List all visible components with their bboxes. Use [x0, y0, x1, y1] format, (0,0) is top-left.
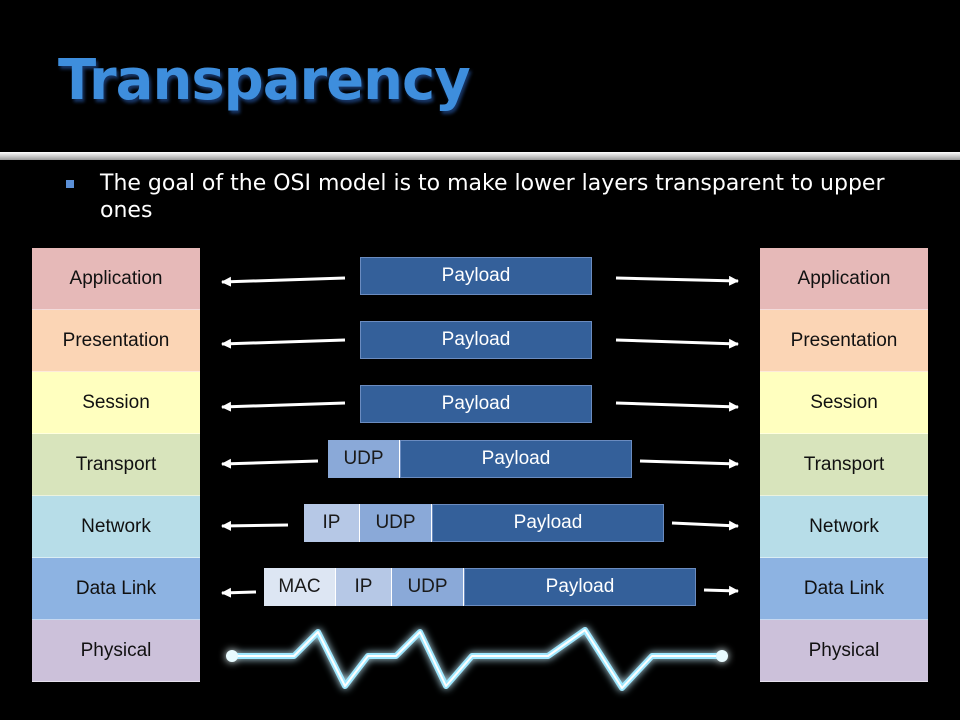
arrow-left-transport [221, 458, 319, 469]
arrow-right-data-link [703, 585, 739, 596]
arrow-right-application [615, 275, 739, 286]
payload-cell: Payload [360, 257, 592, 295]
left-layer-physical: Physical [32, 620, 200, 682]
arrow-left-application [221, 276, 346, 287]
right-layer-presentation: Presentation [760, 310, 928, 372]
right-layer-network: Network [760, 496, 928, 558]
left-layer-network: Network [32, 496, 200, 558]
arrow-right-transport [639, 458, 739, 469]
bullet-text: The goal of the OSI model is to make low… [100, 171, 885, 223]
payload-cell: Payload [360, 385, 592, 423]
mac-header-cell: MAC [264, 568, 336, 606]
arrow-right-presentation [615, 338, 739, 349]
left-layer-application: Application [32, 248, 200, 310]
bullet-square-icon [66, 180, 74, 188]
right-osi-stack: Application Presentation Session Transpo… [760, 248, 928, 682]
payload-cell: Payload [400, 440, 632, 478]
payload-cell: Payload [360, 321, 592, 359]
arrow-right-network [671, 520, 739, 531]
right-layer-data-link: Data Link [760, 558, 928, 620]
signal-endpoint-right [716, 650, 728, 662]
arrow-left-session [221, 401, 346, 412]
title-bar [0, 0, 960, 152]
left-layer-data-link: Data Link [32, 558, 200, 620]
packet-application: Payload [360, 257, 592, 295]
title-divider [0, 152, 960, 160]
packet-session: Payload [360, 385, 592, 423]
payload-cell: Payload [432, 504, 664, 542]
arrow-left-network [221, 520, 289, 531]
left-layer-presentation: Presentation [32, 310, 200, 372]
arrow-right-session [615, 401, 739, 412]
right-layer-session: Session [760, 372, 928, 434]
arrow-left-presentation [221, 338, 346, 349]
packet-transport: UDP Payload [328, 440, 632, 478]
udp-header-cell: UDP [360, 504, 432, 542]
packet-presentation: Payload [360, 321, 592, 359]
slide-title: Transparency [58, 48, 471, 113]
signal-endpoint-left [226, 650, 238, 662]
ip-header-cell: IP [336, 568, 392, 606]
ip-header-cell: IP [304, 504, 360, 542]
left-osi-stack: Application Presentation Session Transpo… [32, 248, 200, 682]
right-layer-application: Application [760, 248, 928, 310]
left-layer-transport: Transport [32, 434, 200, 496]
packet-network: IP UDP Payload [304, 504, 664, 542]
left-layer-session: Session [32, 372, 200, 434]
right-layer-transport: Transport [760, 434, 928, 496]
udp-header-cell: UDP [328, 440, 400, 478]
payload-cell: Payload [464, 568, 696, 606]
udp-header-cell: UDP [392, 568, 464, 606]
arrow-left-data-link [221, 587, 257, 598]
right-layer-physical: Physical [760, 620, 928, 682]
physical-signal-wave [226, 627, 728, 691]
packet-data-link: MAC IP UDP Payload [264, 568, 696, 606]
